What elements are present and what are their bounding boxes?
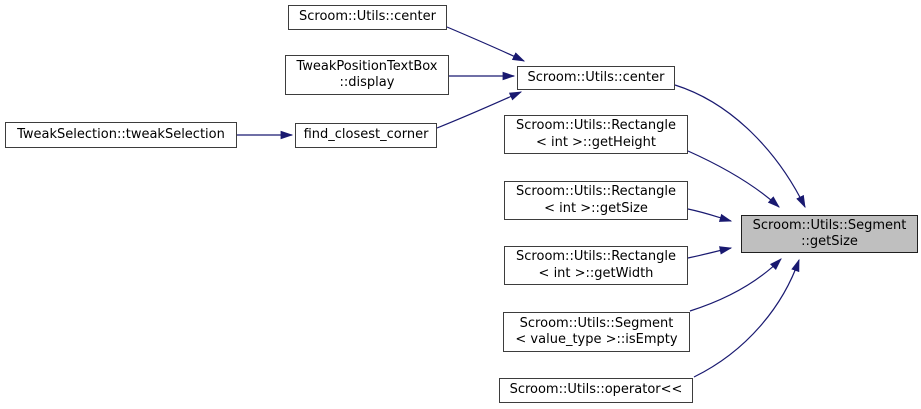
node-tweakselection-tweakselection[interactable]: TweakSelection::tweakSelection [5, 122, 237, 148]
node-rectangle-getsize[interactable]: Scroom::Utils::Rectangle < int >::getSiz… [504, 181, 688, 220]
edge-rect-getheight-to-segment-getsize [687, 150, 780, 208]
edge-rect-getwidth-to-segment-getsize [687, 246, 733, 259]
node-find-closest-corner[interactable]: find_closest_corner [295, 123, 437, 148]
node-segment-getsize-target: Scroom::Utils::Segment ::getSize [741, 215, 918, 253]
node-rectangle-getheight[interactable]: Scroom::Utils::Rectangle < int >::getHei… [504, 115, 688, 154]
node-tweakpositiontextbox-display[interactable]: TweakPositionTextBox ::display [285, 55, 449, 95]
node-rectangle-getwidth[interactable]: Scroom::Utils::Rectangle < int >::getWid… [504, 246, 688, 285]
node-scroom-utils-center[interactable]: Scroom::Utils::center [517, 66, 675, 90]
node-operator-stream-out[interactable]: Scroom::Utils::operator<< [499, 378, 693, 403]
node-scroom-utils-center-caller[interactable]: Scroom::Utils::center [288, 5, 447, 30]
node-segment-isempty[interactable]: Scroom::Utils::Segment < value_type >::i… [503, 312, 690, 352]
edge-center-to-segment-getsize [674, 84, 806, 209]
edge-segment-isempty-to-segment-getsize [689, 258, 782, 312]
edge-rect-getsize-to-segment-getsize [687, 208, 733, 222]
edge-center-caller-to-center [446, 26, 526, 62]
edge-find-closest-corner-to-center [436, 91, 523, 129]
edge-operator-stream-to-segment-getsize [693, 258, 800, 378]
